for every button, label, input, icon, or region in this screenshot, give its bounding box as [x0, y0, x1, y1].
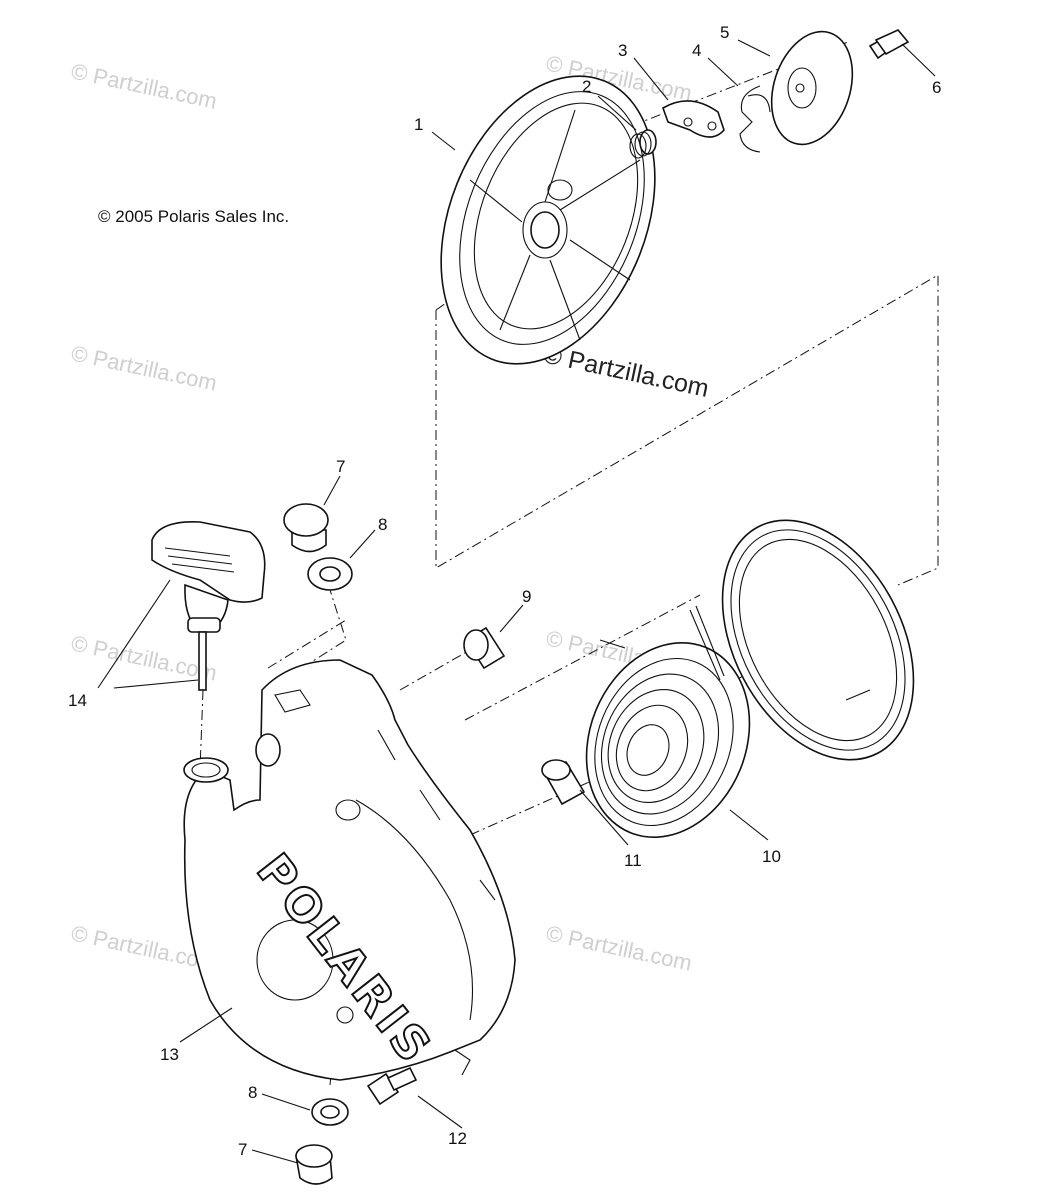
washer-part-8-bottom[interactable]	[311, 1098, 349, 1126]
callout-6: 6	[932, 78, 941, 97]
watermark: © Partzilla.com	[69, 58, 219, 113]
watermark: © Partzilla.com	[69, 340, 219, 395]
collar-part-11[interactable]	[541, 759, 586, 806]
callout-8-top: 8	[378, 515, 387, 534]
watermark: © Partzilla.com	[544, 920, 694, 975]
callout-1: 1	[414, 115, 423, 134]
rope-coil[interactable]	[684, 488, 953, 793]
plate-part-5[interactable]	[758, 21, 866, 155]
washer-part-8-top[interactable]	[307, 557, 353, 591]
callout-14: 14	[68, 691, 87, 710]
recoil-spring-part-10[interactable]	[558, 618, 778, 862]
callout-5: 5	[720, 23, 729, 42]
small-spring-part-2[interactable]	[629, 129, 657, 159]
callout-8-bottom: 8	[248, 1083, 257, 1102]
callout-12: 12	[448, 1129, 467, 1148]
callout-11: 11	[624, 851, 642, 870]
callout-9: 9	[522, 587, 531, 606]
handle-part-14[interactable]	[151, 521, 266, 691]
bolt-part-12[interactable]	[366, 1066, 418, 1106]
clip-part-4[interactable]	[739, 85, 771, 153]
callout-labels: 1 2 3 4 5 6 7 8 9 10 11 12 13 14 8 7	[68, 23, 941, 1159]
callout-2: 2	[582, 77, 591, 96]
bushing-part-9[interactable]	[463, 626, 506, 670]
callout-13: 13	[160, 1045, 179, 1064]
copyright-text: © 2005 Polaris Sales Inc.	[98, 207, 289, 226]
callout-3: 3	[618, 41, 627, 60]
pawl-part-3[interactable]	[662, 100, 725, 138]
plug-part-7-top[interactable]	[283, 503, 329, 553]
leader-lines	[97, 39, 936, 1164]
watermark-center: © Partzilla.com	[541, 340, 712, 402]
callout-7-bottom: 7	[238, 1140, 247, 1159]
callout-7-top: 7	[336, 457, 345, 476]
callout-4: 4	[692, 41, 701, 60]
watermark: © Partzilla.com	[69, 630, 219, 685]
plug-part-7-bottom[interactable]	[295, 1144, 333, 1185]
bolt-part-6[interactable]	[868, 29, 910, 60]
pulley-part-1[interactable]	[401, 44, 695, 396]
callout-10: 10	[762, 847, 781, 866]
housing-part-13[interactable]: POLARIS	[183, 659, 516, 1081]
